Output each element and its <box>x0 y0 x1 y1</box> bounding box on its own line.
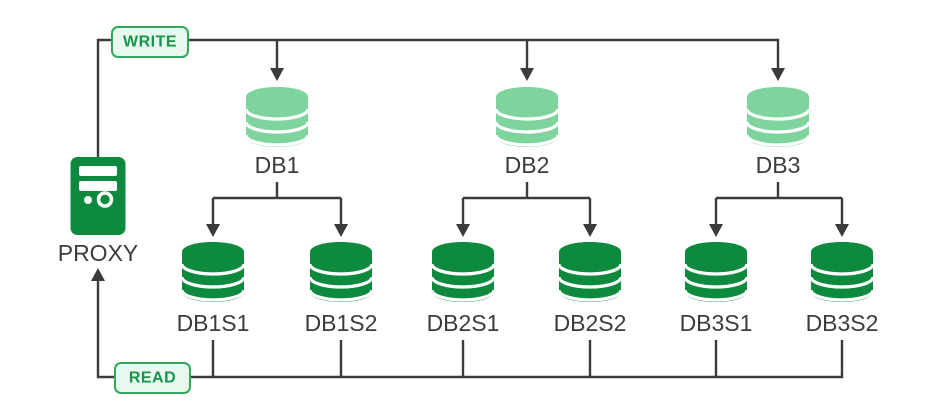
database-cylinder-icon <box>494 85 560 149</box>
database-cylinder-icon <box>180 240 246 304</box>
slave-node-db2s1: DB2S1 <box>427 240 500 336</box>
write-path-line <box>96 38 780 158</box>
proxy-node: PROXY <box>58 157 139 266</box>
master-db2-label: DB2 <box>505 152 550 178</box>
arrow-up-proxy-icon <box>91 268 105 281</box>
master-node-db2: DB2 <box>494 85 560 178</box>
slave-node-db3s1: DB3S1 <box>680 240 753 336</box>
master-node-db3: DB3 <box>745 85 811 178</box>
read-badge: READ <box>114 362 191 394</box>
read-badge-label: READ <box>129 370 176 387</box>
arrow-down-db1-icon <box>270 68 284 81</box>
database-cylinder-icon <box>683 240 749 304</box>
arrow-down-db1s1-icon <box>206 224 220 237</box>
read-drops-line <box>211 340 718 377</box>
master-db3-label: DB3 <box>756 152 801 178</box>
write-badge: WRITE <box>111 26 189 58</box>
slave-db2s2-label: DB2S2 <box>554 310 627 336</box>
slave-db3s2-label: DB3S2 <box>806 310 879 336</box>
database-cylinder-icon <box>244 85 310 149</box>
slave-db2s1-label: DB2S1 <box>427 310 500 336</box>
slave-node-db1s2: DB1S2 <box>305 240 378 336</box>
slave-db3s1-label: DB3S1 <box>680 310 753 336</box>
database-cylinder-icon <box>809 240 875 304</box>
write-badge-label: WRITE <box>123 34 177 51</box>
read-badge-box <box>114 362 191 394</box>
write-badge-box <box>111 26 189 58</box>
database-cylinder-icon <box>557 240 623 304</box>
master-db1-label: DB1 <box>255 152 300 178</box>
slave-db1s2-label: DB1S2 <box>305 310 378 336</box>
arrow-down-db2s1-icon <box>456 224 470 237</box>
arrow-down-db3-icon <box>771 68 785 81</box>
arrow-down-db3s1-icon <box>709 224 723 237</box>
server-tower-icon <box>70 157 126 235</box>
master-node-db1: DB1 <box>244 85 310 178</box>
database-cylinder-icon <box>430 240 496 304</box>
branch-db2-line <box>461 182 592 224</box>
branch-db3-line <box>714 182 844 224</box>
database-cylinder-icon <box>745 85 811 149</box>
arrow-down-db3s2-icon <box>835 224 849 237</box>
slave-node-db1s1: DB1S1 <box>177 240 250 336</box>
slave-node-db2s2: DB2S2 <box>554 240 627 336</box>
arrow-down-db2-icon <box>520 68 534 81</box>
arrow-down-db2s2-icon <box>583 224 597 237</box>
database-cylinder-icon <box>308 240 374 304</box>
slave-node-db3s2: DB3S2 <box>806 240 879 336</box>
arrow-down-db1s2-icon <box>334 224 348 237</box>
read-path-line <box>96 281 844 379</box>
branch-db1-line <box>211 182 343 224</box>
slave-db1s1-label: DB1S1 <box>177 310 250 336</box>
proxy-label: PROXY <box>58 240 139 266</box>
